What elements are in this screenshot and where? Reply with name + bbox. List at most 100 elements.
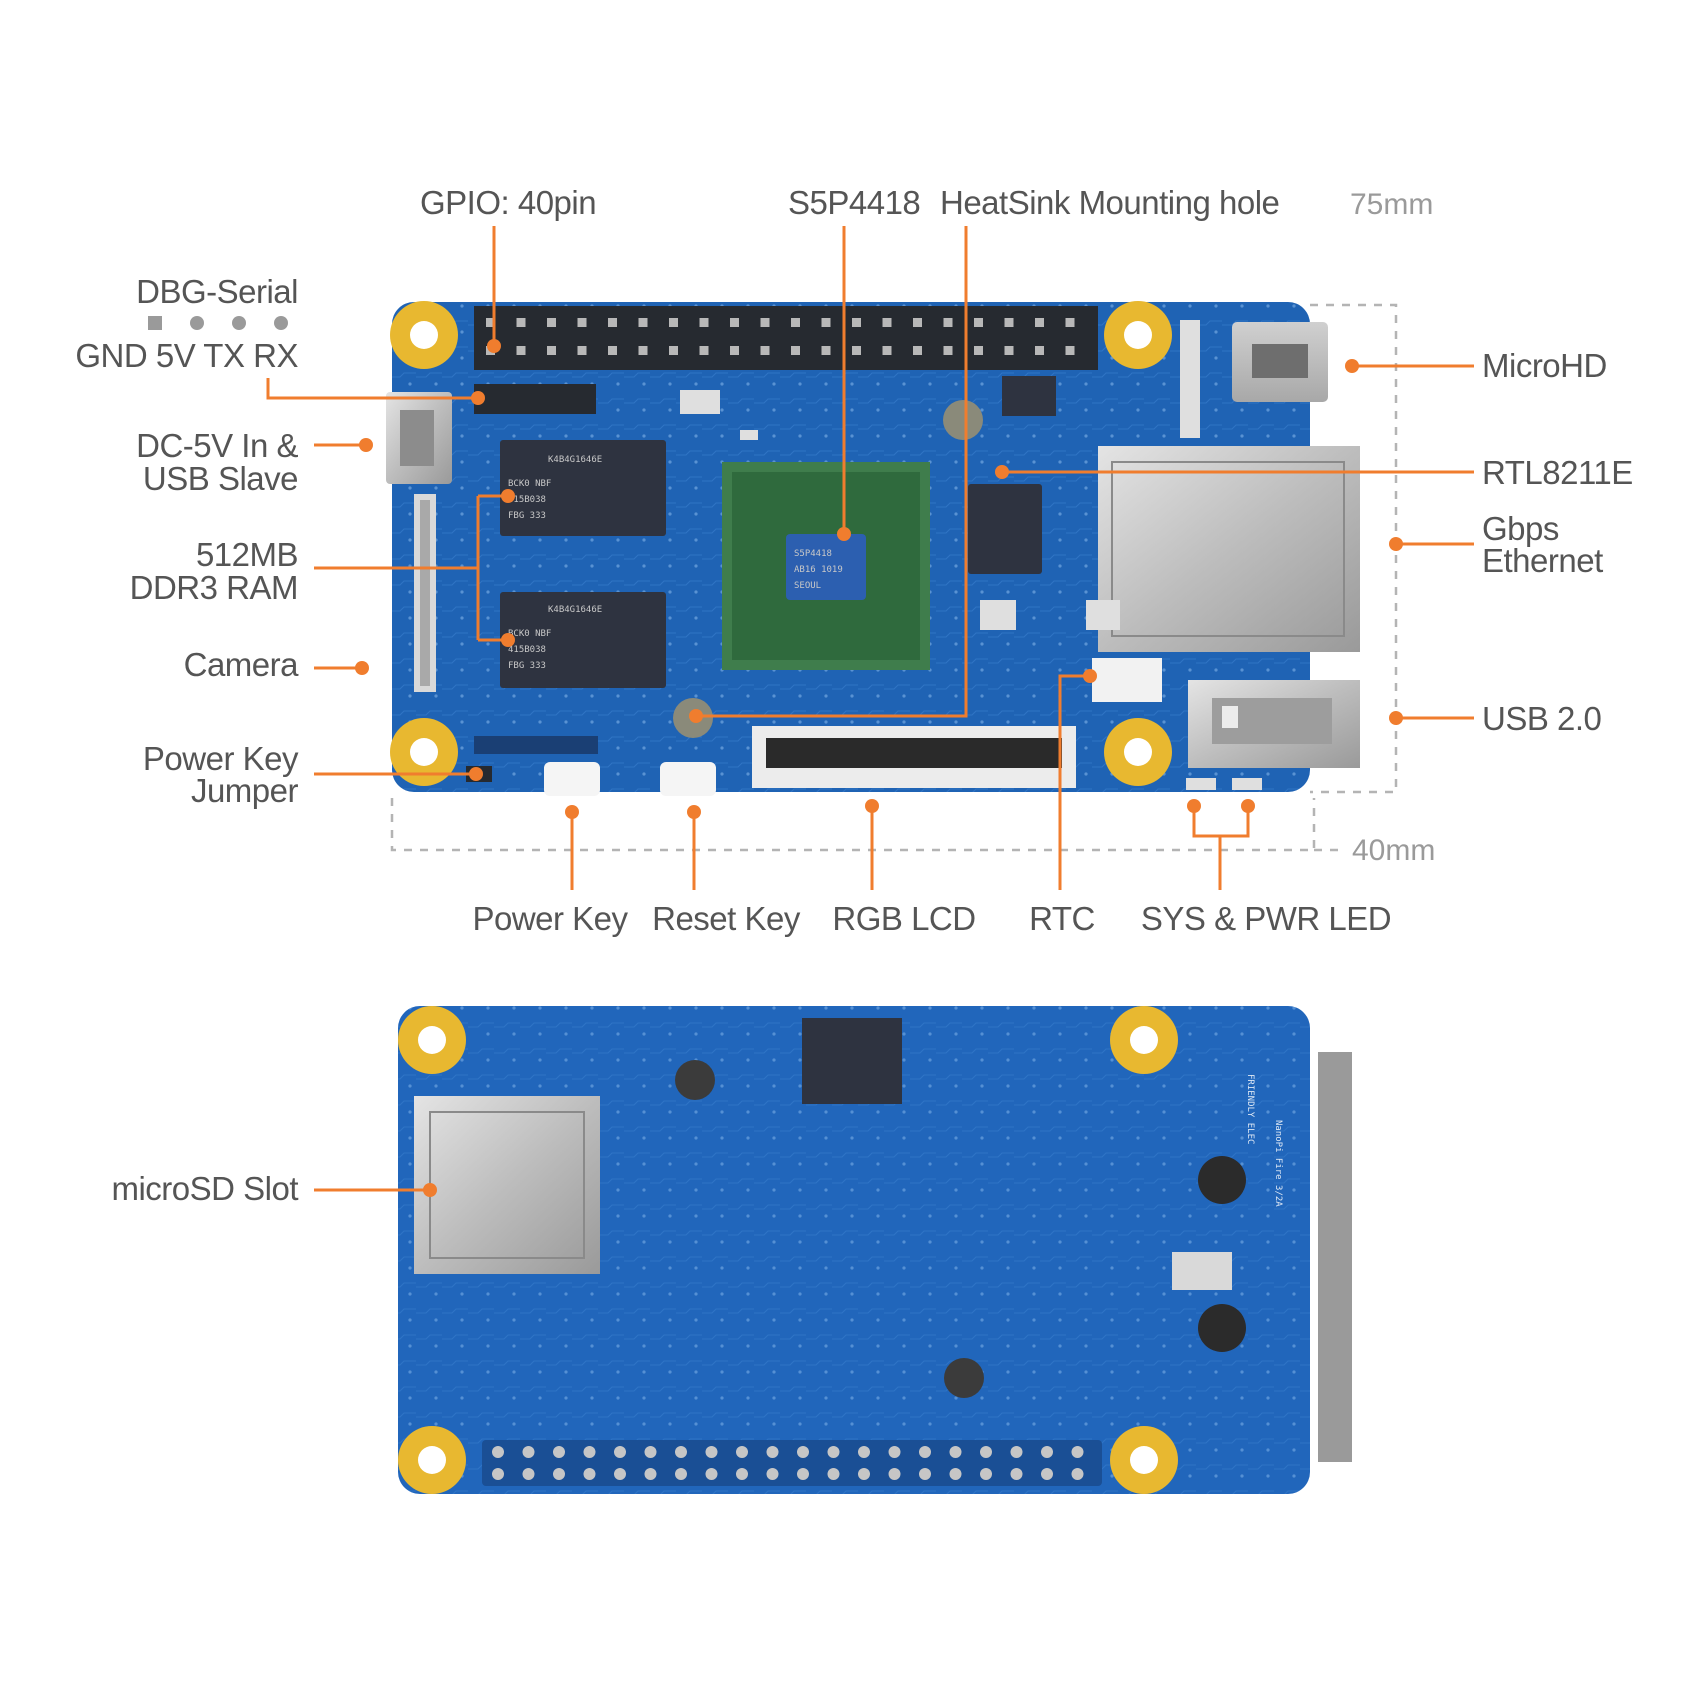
gpio-pad bbox=[1010, 1446, 1023, 1458]
bottom-model-text: NanoPi Fire 3/2A bbox=[1273, 1120, 1283, 1207]
gpio-pad bbox=[766, 1468, 779, 1480]
gpio-pad bbox=[675, 1446, 687, 1458]
usb-port bbox=[1188, 680, 1360, 768]
gpio-pad bbox=[858, 1468, 870, 1480]
gpio-pad bbox=[736, 1446, 748, 1458]
round-pin-icon bbox=[274, 316, 288, 330]
gpio-pad bbox=[522, 1468, 535, 1480]
gpio-pad bbox=[858, 1446, 870, 1458]
gpio-pin bbox=[791, 318, 800, 327]
gpio-header bbox=[474, 306, 1098, 370]
power-key-button bbox=[544, 762, 600, 796]
label-ethernet: Ethernet bbox=[1482, 542, 1603, 579]
leader-lines bbox=[266, 226, 1474, 1197]
label-microsd: microSD Slot bbox=[111, 1170, 298, 1207]
gpio-pin bbox=[699, 346, 709, 355]
gpio-pad bbox=[705, 1468, 718, 1480]
gpio-pad bbox=[522, 1446, 535, 1458]
width-dimension-label: 75mm bbox=[1350, 188, 1433, 221]
gpio-pad bbox=[949, 1446, 962, 1458]
gpio-pin bbox=[699, 318, 709, 327]
gpio-pin bbox=[821, 346, 831, 355]
svg-text:415B038: 415B038 bbox=[508, 495, 546, 505]
smd-components bbox=[680, 320, 1262, 790]
gpio-pin bbox=[608, 318, 617, 327]
reset-key-button bbox=[660, 762, 716, 796]
svg-text:FBG 333: FBG 333 bbox=[508, 661, 546, 671]
label-rgb-lcd: RGB LCD bbox=[832, 900, 975, 937]
gpio-pin bbox=[913, 346, 922, 355]
gpio-pad bbox=[705, 1446, 718, 1458]
gpio-pin bbox=[943, 318, 953, 327]
svg-text:S5P4418: S5P4418 bbox=[794, 549, 832, 559]
gpio-pad bbox=[1010, 1468, 1023, 1480]
gpio-pin bbox=[608, 346, 617, 355]
rgb-lcd-connector bbox=[752, 726, 1076, 788]
label-usb: USB 2.0 bbox=[1482, 700, 1602, 737]
gpio-pin bbox=[1035, 346, 1044, 355]
gpio-pin bbox=[760, 346, 770, 355]
gpio-pad bbox=[492, 1446, 504, 1458]
gpio-pin bbox=[791, 346, 800, 355]
gpio-pad bbox=[1041, 1446, 1053, 1458]
label-gpio: GPIO: 40pin bbox=[420, 184, 596, 221]
gpio-pad bbox=[1041, 1468, 1053, 1480]
gpio-pin bbox=[577, 346, 587, 355]
gpio-pad bbox=[492, 1468, 504, 1480]
gpio-pin bbox=[974, 318, 983, 327]
gpio-pin bbox=[669, 318, 678, 327]
gpio-pin bbox=[943, 346, 953, 355]
bottom-gpio-pads bbox=[482, 1440, 1102, 1486]
gpio-pad bbox=[644, 1468, 657, 1480]
gpio-pin bbox=[974, 346, 983, 355]
label-dc-in: DC-5V In & bbox=[136, 427, 298, 464]
gpio-pad bbox=[675, 1468, 687, 1480]
label-heatsink: HeatSink Mounting hole bbox=[940, 184, 1279, 221]
gpio-pin bbox=[1004, 318, 1014, 327]
gpio-pin bbox=[730, 346, 739, 355]
gpio-pin bbox=[882, 318, 892, 327]
label-dbg-serial-pins: GND 5V TX RX bbox=[75, 337, 298, 374]
label-gbps: Gbps bbox=[1482, 510, 1559, 547]
pmic-chip bbox=[802, 1018, 902, 1104]
gpio-pad bbox=[919, 1468, 931, 1480]
heatsink-mounting-hole bbox=[943, 400, 983, 440]
rtc-connector bbox=[1092, 658, 1162, 702]
ram-chip-1: K4B4G1646E BCK0 NBF 415B038 FBG 333 bbox=[500, 440, 666, 536]
height-dimension-label: 40mm bbox=[1352, 834, 1435, 867]
gpio-pad bbox=[766, 1446, 779, 1458]
gpio-pin bbox=[638, 318, 648, 327]
gpio-pad bbox=[888, 1446, 901, 1458]
label-ram-size: 512MB bbox=[196, 536, 298, 573]
hdmi-port bbox=[1232, 322, 1328, 402]
gpio-pin bbox=[821, 318, 831, 327]
gpio-pad bbox=[553, 1446, 565, 1458]
gpio-pin bbox=[1065, 346, 1075, 355]
svg-text:SEOUL: SEOUL bbox=[794, 581, 821, 591]
gpio-pin bbox=[486, 318, 495, 327]
ram-chip-2: K4B4G1646E BCK0 NBF 415B038 FBG 333 bbox=[500, 592, 666, 688]
svg-text:415B038: 415B038 bbox=[508, 645, 546, 655]
gpio-pad bbox=[583, 1446, 596, 1458]
gpio-pad bbox=[644, 1446, 657, 1458]
label-leds: SYS & PWR LED bbox=[1141, 900, 1391, 937]
edge-connectors-side bbox=[1318, 1052, 1352, 1462]
gpio-pin bbox=[1004, 346, 1014, 355]
gpio-pad bbox=[1071, 1468, 1084, 1480]
gpio-pin bbox=[516, 346, 526, 355]
gpio-pin bbox=[882, 346, 892, 355]
label-power-key-bottom: Power Key bbox=[472, 900, 628, 937]
dimension-guides bbox=[390, 303, 1398, 852]
top-board: K4B4G1646E BCK0 NBF 415B038 FBG 333 K4B4… bbox=[386, 301, 1360, 796]
gpio-pin bbox=[852, 346, 861, 355]
gpio-pad bbox=[980, 1446, 992, 1458]
label-soc: S5P4418 bbox=[788, 184, 920, 221]
svg-text:FBG 333: FBG 333 bbox=[508, 511, 546, 521]
gpio-pad bbox=[736, 1468, 748, 1480]
gpio-pin bbox=[852, 318, 861, 327]
gpio-pad bbox=[797, 1446, 809, 1458]
mounting-holes-bottom bbox=[398, 1006, 1178, 1494]
label-rtl8211e: RTL8211E bbox=[1482, 454, 1633, 491]
label-reset-key: Reset Key bbox=[652, 900, 801, 937]
